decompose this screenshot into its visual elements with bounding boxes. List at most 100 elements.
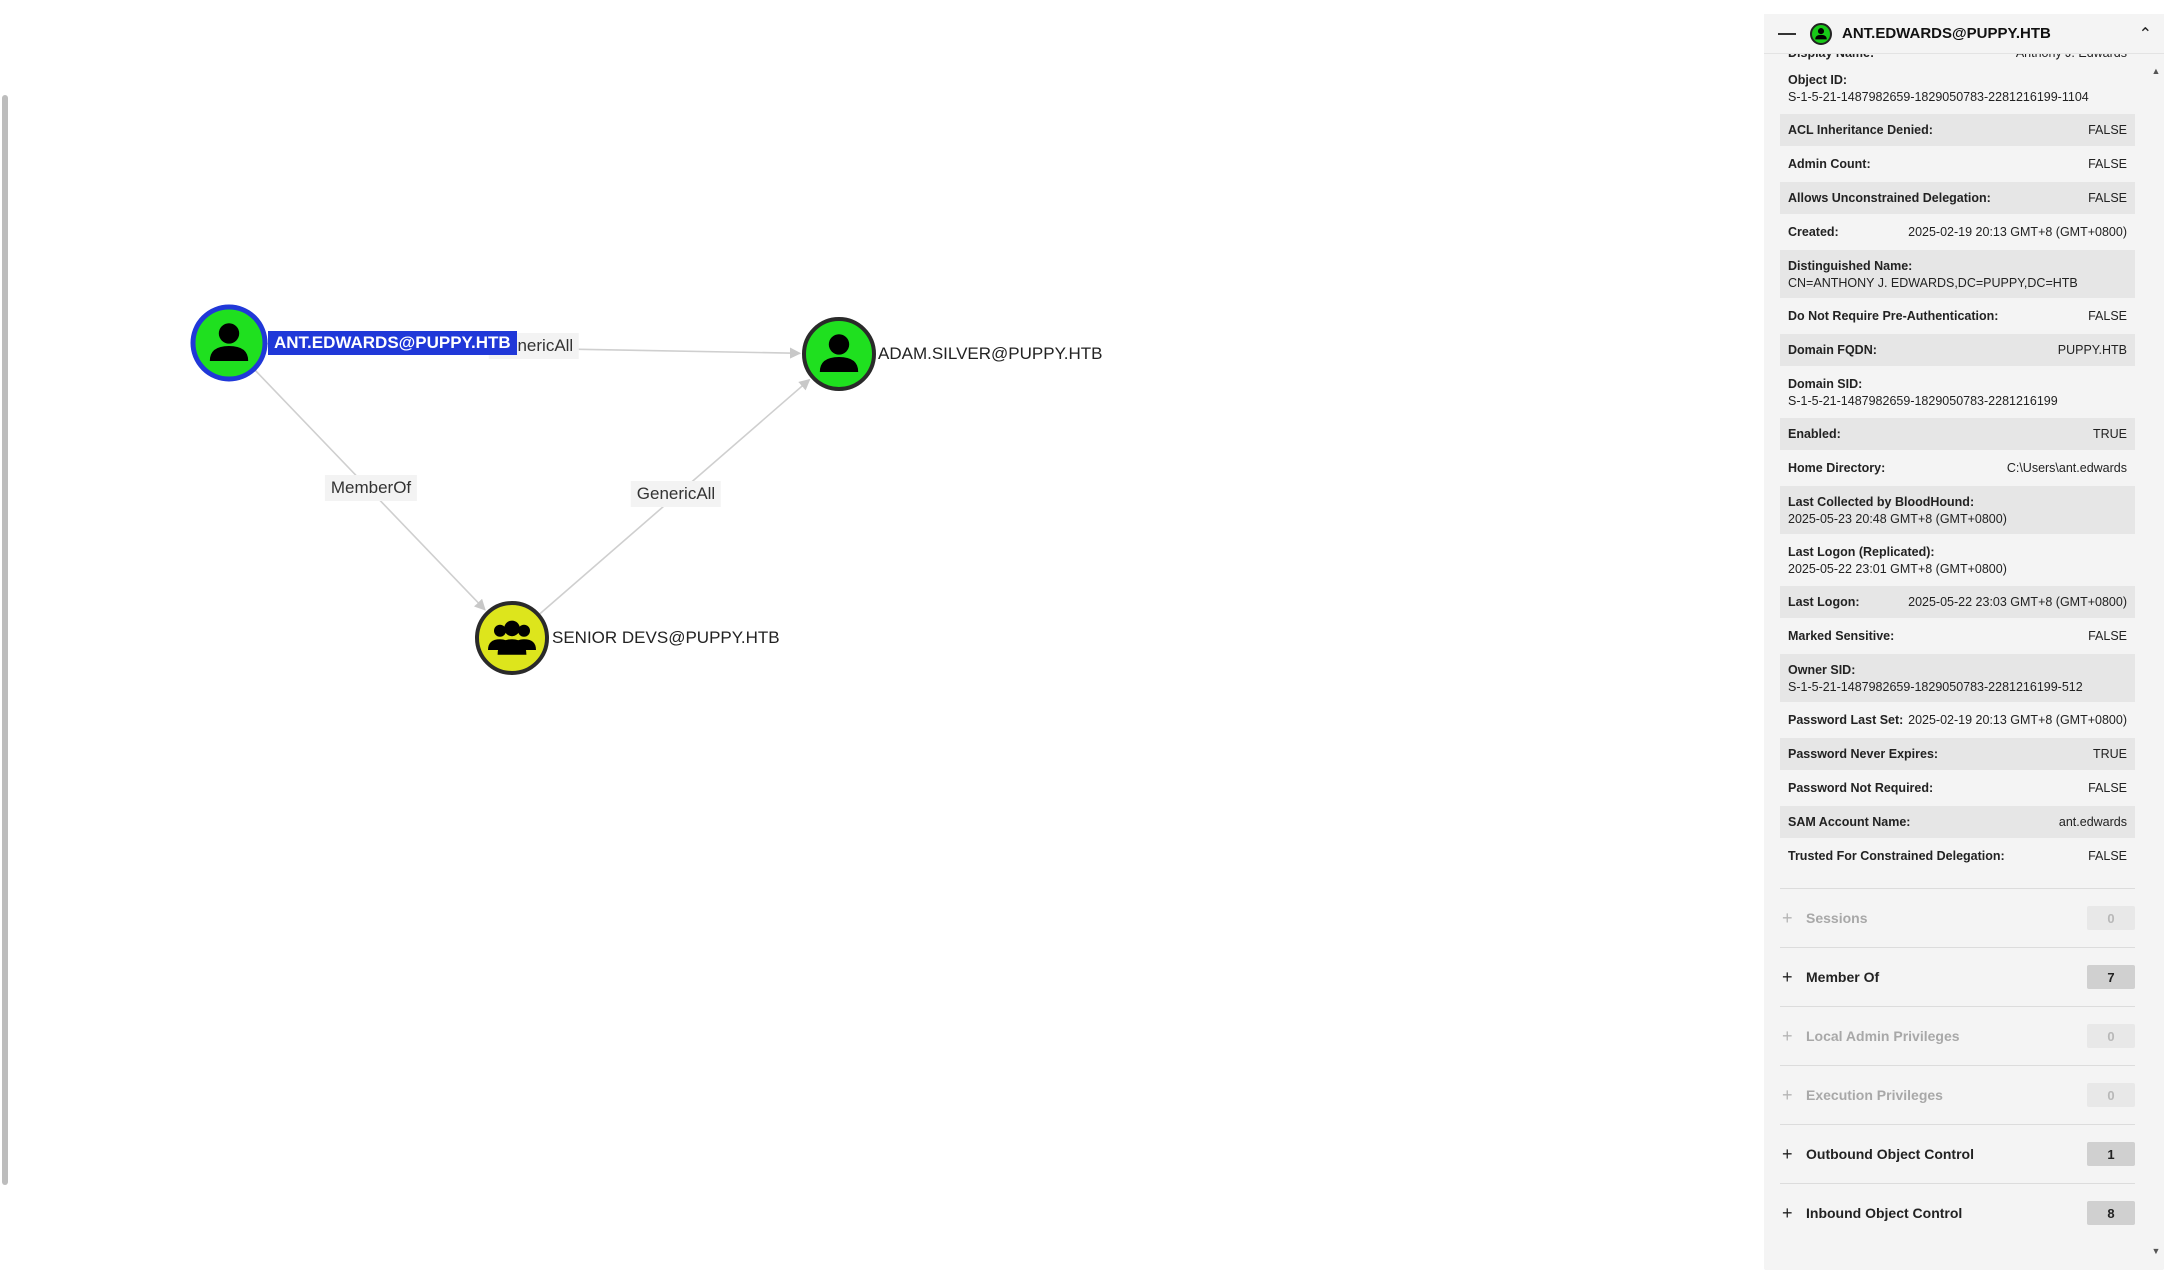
section-sessions[interactable]: + Sessions 0: [1780, 888, 2135, 947]
section-count-badge: 0: [2087, 1024, 2135, 1048]
graph-node-adam[interactable]: [802, 317, 876, 391]
section-execution-privileges[interactable]: + Execution Privileges 0: [1780, 1065, 2135, 1124]
scroll-up-arrow-icon[interactable]: ▲: [2151, 66, 2161, 76]
property-row: Do Not Require Pre-Authentication:FALSE: [1780, 300, 2135, 332]
graph-node-devs[interactable]: [475, 601, 549, 675]
property-key: Last Collected by BloodHound:: [1788, 494, 1975, 509]
section-label: Sessions: [1806, 910, 1868, 926]
section-inbound-object-control[interactable]: + Inbound Object Control 8: [1780, 1183, 2135, 1242]
properties-list: Display Name: Anthony J. EdwardsObject ID…: [1780, 54, 2135, 1266]
property-value: FALSE: [2088, 629, 2127, 643]
property-key: Last Logon (Replicated):: [1788, 544, 1935, 559]
property-value: Anthony J. Edwards: [2016, 54, 2127, 60]
section-label: Member Of: [1806, 969, 1880, 985]
expand-plus-icon[interactable]: +: [1782, 1084, 1793, 1105]
property-value: TRUE: [2092, 747, 2127, 761]
property-row: Distinguished Name: CN=ANTHONY J. EDWARDS…: [1780, 250, 2135, 298]
property-row: Owner SID:S-1-5-21-1487982659-1829050783…: [1780, 654, 2135, 702]
property-key: Home Directory:: [1788, 461, 1886, 475]
panel-header: ANT.EDWARDS@PUPPY.HTB ⌃: [1764, 14, 2164, 54]
property-key: Do Not Require Pre-Authentication:: [1788, 309, 1999, 323]
property-row: Trusted For Constrained Delegation:FALSE: [1780, 840, 2135, 872]
property-value: 2025-02-19 20:13 GMT+8 (GMT+0800): [1908, 713, 2127, 727]
panel-title: ANT.EDWARDS@PUPPY.HTB: [1842, 25, 2051, 42]
expand-plus-icon[interactable]: +: [1782, 1025, 1793, 1046]
property-value: FALSE: [2088, 191, 2127, 205]
property-key: Domain SID:: [1788, 376, 1863, 391]
property-value: FALSE: [2088, 157, 2127, 171]
property-row: Admin Count: FALSE: [1780, 148, 2135, 180]
expand-plus-icon[interactable]: +: [1782, 966, 1793, 987]
section-count-badge: 0: [2087, 906, 2135, 930]
property-value: ant.edwards: [2058, 815, 2127, 829]
node-label-ant[interactable]: ANT.EDWARDS@PUPPY.HTB: [268, 331, 517, 355]
property-row: Password Last Set:2025-02-19 20:13 GMT+8…: [1780, 704, 2135, 736]
scroll-down-arrow-icon[interactable]: ▼: [2151, 1246, 2161, 1256]
property-value: 2025-05-23 20:48 GMT+8 (GMT+0800): [1788, 511, 2007, 526]
section-count-badge: 8: [2087, 1201, 2135, 1225]
edge-label-genericall[interactable]: GenericAll: [630, 481, 722, 507]
property-key: ACL Inheritance Denied:: [1788, 123, 1933, 137]
property-value: CN=ANTHONY J. EDWARDS,DC=PUPPY,DC=HTB: [1788, 275, 2078, 290]
user-icon: [1810, 22, 1832, 45]
property-value: 2025-05-22 23:03 GMT+8 (GMT+0800): [1908, 595, 2127, 609]
property-value: S-1-5-21-1487982659-1829050783-228121619…: [1788, 393, 2058, 408]
scrollbar-thumb[interactable]: [2, 95, 8, 1185]
property-row: Object ID: S-1-5-21-1487982659-1829050783…: [1780, 64, 2135, 112]
node-details-panel: ANT.EDWARDS@PUPPY.HTB ⌃ Display Name: Ant…: [1764, 14, 2164, 1270]
property-row-partial: Display Name: Anthony J. Edwards: [1780, 54, 2135, 60]
property-row: Domain SID: S-1-5-21-1487982659-182905078…: [1780, 368, 2135, 416]
property-row: Last Logon:2025-05-22 23:03 GMT+8 (GMT+0…: [1780, 586, 2135, 618]
section-member-of[interactable]: + Member Of 7: [1780, 947, 2135, 1006]
property-key: Display Name:: [1788, 54, 1874, 60]
property-value: FALSE: [2088, 123, 2127, 137]
minimize-button[interactable]: [1778, 32, 1796, 35]
graph-node-ant[interactable]: [190, 304, 268, 382]
property-value: 2025-05-22 23:01 GMT+8 (GMT+0800): [1788, 561, 2007, 576]
section-label: Execution Privileges: [1806, 1087, 1943, 1103]
property-key: Allows Unconstrained Delegation:: [1788, 191, 1991, 205]
property-value: PUPPY.HTB: [2057, 343, 2127, 357]
property-key: Password Not Required:: [1788, 781, 1934, 795]
property-value: S-1-5-21-1487982659-1829050783-228121619…: [1788, 679, 2083, 694]
property-key: Distinguished Name:: [1788, 258, 1913, 273]
property-key: Admin Count:: [1788, 157, 1871, 171]
section-count-badge: 7: [2087, 965, 2135, 989]
property-row: Password Never Expires:TRUE: [1780, 738, 2135, 770]
edge-label-memberof[interactable]: MemberOf: [324, 475, 418, 501]
property-row: Last Logon (Replicated): 2025-05-22 23:01…: [1780, 536, 2135, 584]
section-outbound-object-control[interactable]: + Outbound Object Control 1: [1780, 1124, 2135, 1183]
property-row: Last Collected by BloodHound: 2025-05-23 …: [1780, 486, 2135, 534]
section-count-badge: 1: [2087, 1142, 2135, 1166]
property-value: TRUE: [2092, 427, 2127, 441]
property-row: Domain FQDN: PUPPY.HTB: [1780, 334, 2135, 366]
property-value: S-1-5-21-1487982659-1829050783-228121619…: [1788, 89, 2089, 104]
property-key: Domain FQDN:: [1788, 343, 1877, 357]
expand-plus-icon[interactable]: +: [1782, 1202, 1793, 1223]
property-key: Enabled:: [1788, 427, 1841, 441]
section-label: Inbound Object Control: [1806, 1205, 1963, 1221]
property-key: Created:: [1788, 225, 1839, 239]
property-row: Created: 2025-02-19 20:13 GMT+8 (GMT+0800…: [1780, 216, 2135, 248]
property-row: Allows Unconstrained Delegation: FALSE: [1780, 182, 2135, 214]
node-label-devs[interactable]: SENIOR DEVS@PUPPY.HTB: [552, 628, 780, 647]
property-key: Trusted For Constrained Delegation:: [1788, 849, 2005, 863]
property-value: C:\Users\ant.edwards: [2006, 461, 2127, 475]
expand-plus-icon[interactable]: +: [1782, 907, 1793, 928]
node-label-adam[interactable]: ADAM.SILVER@PUPPY.HTB: [878, 344, 1103, 363]
panel-scrollbar[interactable]: ▲ ▼: [2151, 60, 2161, 1260]
graph-svg: [190, 304, 876, 675]
double-chevron-up-icon[interactable]: ⌃: [2138, 25, 2152, 43]
property-row: Marked Sensitive:FALSE: [1780, 620, 2135, 652]
property-value: 2025-02-19 20:13 GMT+8 (GMT+0800): [1908, 225, 2127, 239]
property-key: Object ID:: [1788, 72, 1848, 87]
property-value: FALSE: [2088, 781, 2127, 795]
property-row: ACL Inheritance Denied: FALSE: [1780, 114, 2135, 146]
section-count-badge: 0: [2087, 1083, 2135, 1107]
section-label: Outbound Object Control: [1806, 1146, 1974, 1162]
property-row: Enabled: TRUE: [1780, 418, 2135, 450]
expand-plus-icon[interactable]: +: [1782, 1143, 1793, 1164]
property-row: Password Not Required: FALSE: [1780, 772, 2135, 804]
